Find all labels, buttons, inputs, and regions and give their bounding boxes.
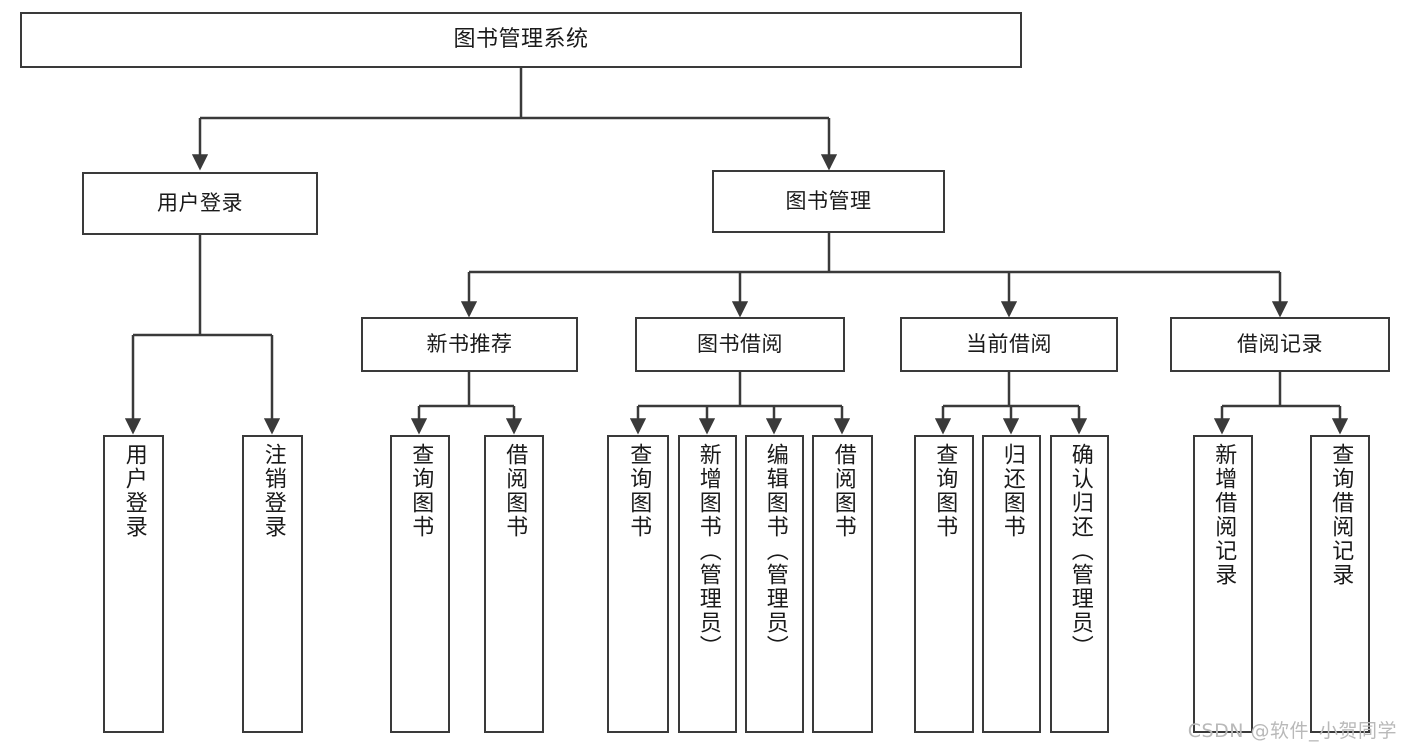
leaf-user-login[interactable]: 用户登录: [103, 435, 164, 733]
node-user-login-label: 用户登录: [157, 191, 243, 216]
leaf-confirm-return-label: 确认归还（管理员）: [1067, 443, 1093, 659]
node-current-borrow-label: 当前借阅: [966, 332, 1052, 357]
node-new-book-recommend[interactable]: 新书推荐: [361, 317, 578, 372]
node-user-login[interactable]: 用户登录: [82, 172, 318, 235]
leaf-borrow-book-1[interactable]: 借阅图书: [484, 435, 544, 733]
leaf-borrow-book-2[interactable]: 借阅图书: [812, 435, 873, 733]
leaf-borrow-book-2-label: 借阅图书: [830, 443, 856, 539]
leaf-query-borrow-record-label: 查询借阅记录: [1328, 443, 1354, 587]
node-root[interactable]: 图书管理系统: [20, 12, 1022, 68]
leaf-query-book-2-label: 查询图书: [626, 443, 652, 539]
leaf-edit-book[interactable]: 编辑图书（管理员）: [745, 435, 804, 733]
leaf-logout-label: 注销登录: [260, 443, 286, 539]
leaf-query-book-3[interactable]: 查询图书: [914, 435, 974, 733]
node-new-book-recommend-label: 新书推荐: [426, 332, 513, 357]
leaf-query-book-2[interactable]: 查询图书: [607, 435, 669, 733]
leaf-add-borrow-record-label: 新增借阅记录: [1211, 443, 1237, 587]
node-book-management[interactable]: 图书管理: [712, 170, 945, 233]
leaf-query-book-1[interactable]: 查询图书: [390, 435, 450, 733]
leaf-borrow-book-1-label: 借阅图书: [502, 443, 528, 539]
node-book-management-label: 图书管理: [785, 189, 872, 214]
node-book-borrow[interactable]: 图书借阅: [635, 317, 845, 372]
leaf-return-book[interactable]: 归还图书: [982, 435, 1041, 733]
watermark: CSDN @软件_小贺同学: [1187, 720, 1397, 742]
leaf-query-book-3-label: 查询图书: [932, 443, 958, 539]
leaf-query-borrow-record[interactable]: 查询借阅记录: [1310, 435, 1370, 733]
leaf-confirm-return[interactable]: 确认归还（管理员）: [1050, 435, 1109, 733]
leaf-user-login-label: 用户登录: [121, 443, 147, 539]
node-current-borrow[interactable]: 当前借阅: [900, 317, 1118, 372]
node-root-label: 图书管理系统: [453, 27, 589, 53]
leaf-edit-book-label: 编辑图书（管理员）: [762, 443, 788, 659]
leaf-return-book-label: 归还图书: [999, 443, 1025, 539]
node-borrow-record[interactable]: 借阅记录: [1170, 317, 1390, 372]
leaf-add-book-label: 新增图书（管理员）: [695, 443, 721, 659]
leaf-logout[interactable]: 注销登录: [242, 435, 303, 733]
node-borrow-record-label: 借阅记录: [1237, 332, 1323, 357]
node-book-borrow-label: 图书借阅: [697, 332, 783, 357]
leaf-add-book[interactable]: 新增图书（管理员）: [678, 435, 737, 733]
leaf-query-book-1-label: 查询图书: [408, 443, 434, 539]
leaf-add-borrow-record[interactable]: 新增借阅记录: [1193, 435, 1253, 733]
